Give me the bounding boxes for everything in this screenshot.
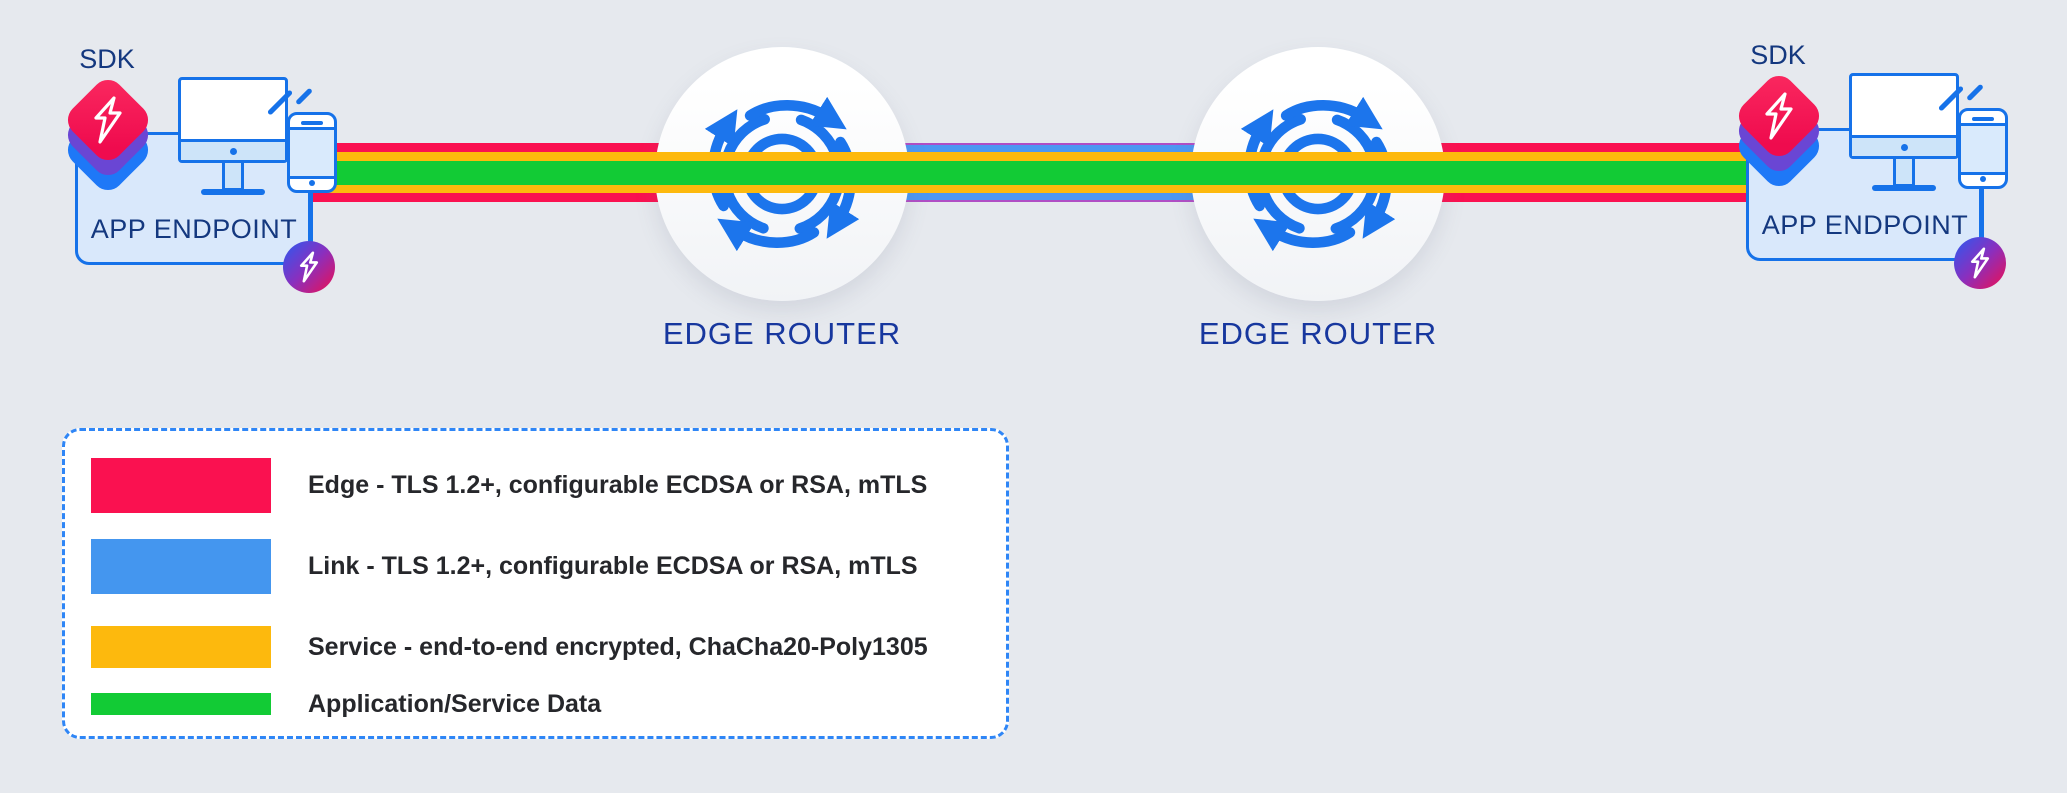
signal-line-icon [295, 87, 313, 106]
legend-row-link: Link - TLS 1.2+, configurable ECDSA or R… [91, 539, 976, 594]
legend-label: Service - end-to-end encrypted, ChaCha20… [308, 632, 928, 661]
sdk-label: SDK [1750, 40, 1806, 70]
ziti-bolt-icon [1970, 247, 1990, 279]
edge-router-label: EDGE ROUTER [1198, 316, 1438, 351]
ziti-badge-icon [1954, 237, 2006, 289]
legend-label: Application/Service Data [308, 689, 602, 718]
legend-swatch-service [91, 626, 271, 668]
phone-screen [290, 127, 334, 179]
legend-label: Link - TLS 1.2+, configurable ECDSA or R… [308, 552, 918, 580]
monitor-bezel [1852, 135, 1956, 156]
phone-speaker [301, 121, 323, 125]
monitor-base [1872, 185, 1936, 191]
monitor-dot [230, 148, 237, 155]
monitor-icon [178, 77, 288, 163]
legend-row-data: Application/Service Data [91, 690, 976, 718]
monitor-base [201, 189, 265, 195]
endpoint-label: APP ENDPOINT [90, 214, 298, 244]
ziti-bolt-icon [1765, 92, 1793, 140]
smartphone-icon [287, 112, 337, 193]
legend-label: Edge - TLS 1.2+, configurable ECDSA or R… [308, 471, 928, 499]
app-endpoint-right: SDK APP ENDPOINT [1729, 38, 2014, 294]
monitor-bezel [181, 139, 285, 160]
phone-speaker [1972, 117, 1994, 121]
monitor-icon [1849, 73, 1959, 159]
app-endpoint-left: SDK APP ENDPOINT [58, 42, 343, 298]
endpoint-connector-line [308, 193, 311, 243]
legend-swatch-data [91, 693, 271, 715]
ziti-bolt-icon [299, 251, 319, 283]
phone-home-button [309, 180, 315, 186]
edge-router-label: EDGE ROUTER [662, 316, 902, 351]
monitor-stand [1893, 157, 1915, 187]
phone-home-button [1980, 176, 1986, 182]
ziti-badge-icon [283, 241, 335, 293]
monitor-dot [1901, 144, 1908, 151]
signal-line-icon [1966, 83, 1984, 102]
legend-swatch-edge [91, 458, 271, 513]
phone-screen [1961, 123, 2005, 175]
legend-row-edge: Edge - TLS 1.2+, configurable ECDSA or R… [91, 458, 976, 513]
legend-panel: Edge - TLS 1.2+, configurable ECDSA or R… [62, 428, 1009, 739]
data-stripe [300, 161, 1755, 185]
endpoint-connector-line [1979, 189, 1982, 239]
monitor-stand [222, 161, 244, 191]
ziti-bolt-icon [94, 96, 122, 144]
sdk-label: SDK [79, 44, 135, 74]
smartphone-icon [1958, 108, 2008, 189]
endpoint-label: APP ENDPOINT [1761, 210, 1969, 240]
legend-row-service: Service - end-to-end encrypted, ChaCha20… [91, 626, 976, 668]
legend-swatch-link [91, 539, 271, 594]
